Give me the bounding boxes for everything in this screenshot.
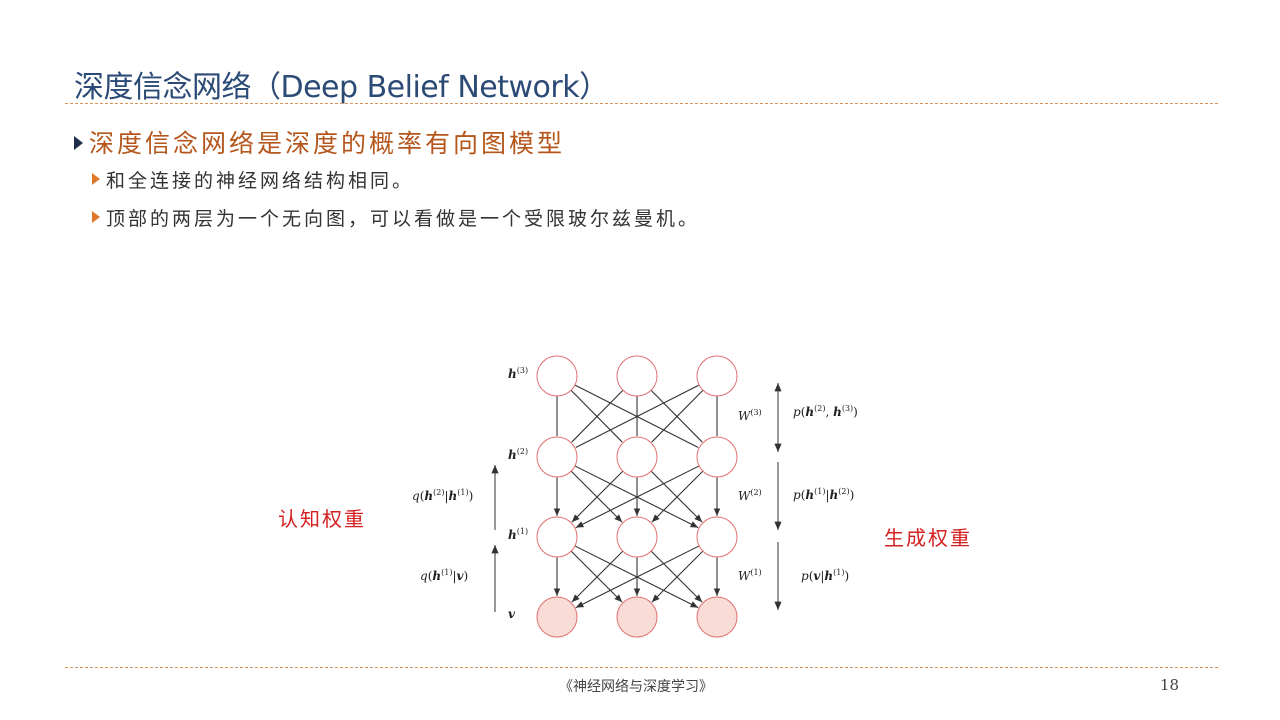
visible-unit-node [536,596,578,638]
hidden-unit-node [536,516,578,558]
directed-edge [571,470,624,523]
layer-label: h(3) [508,366,529,381]
directed-edge [651,550,704,603]
page-number: 18 [1160,676,1180,694]
bullet-text: 顶部的两层为一个无向图，可以看做是一个受限玻尔兹曼机。 [106,208,701,230]
recognition-distribution-label: q(h(2)|h(1)) [412,488,474,503]
footer-title: 《神经网络与深度学习》 [559,679,713,695]
directed-edge [575,545,700,609]
generative-distribution-label: p(h(1)|h(2)) [793,487,855,502]
layer-label: h(2) [508,447,529,462]
layer-label: v [508,607,515,621]
bullet-triangle-icon [92,173,100,185]
recognition-distribution-label: q(h(1)|v) [420,568,469,583]
hidden-unit-node [536,436,578,478]
header-divider [65,103,1218,104]
weight-label: W(2) [738,488,762,503]
hidden-unit-node [536,355,578,397]
page-title: 深度信念网络（Deep Belief Network） [74,70,609,105]
footer-divider [65,667,1218,668]
weight-label: W(3) [738,408,762,423]
bullet-sub: 和全连接的神经网络结构相同。 [92,166,414,193]
visible-unit-node [616,596,658,638]
layer-label: h(1) [508,527,529,542]
hidden-unit-node [616,436,658,478]
undirected-edge [571,389,624,443]
hidden-unit-node [696,516,738,558]
generative-weights-label: 生成权重 [884,526,972,550]
hidden-unit-node [696,355,738,397]
bullet-text: 和全连接的神经网络结构相同。 [106,170,415,192]
visible-unit-node [696,596,738,638]
bullet-triangle-icon [92,211,100,223]
hidden-unit-node [616,516,658,558]
weight-label: W(1) [738,568,762,583]
undirected-edge [651,389,704,443]
bullet-sub: 顶部的两层为一个无向图，可以看做是一个受限玻尔兹曼机。 [92,204,700,231]
directed-edge [651,470,704,523]
hidden-unit-node [616,355,658,397]
directed-edge [571,550,624,603]
bullet-triangle-icon [74,136,83,150]
bullet-main: 深度信念网络是深度的概率有向图模型 [74,124,565,160]
generative-distribution-label: p(v|h(1)) [801,568,850,583]
hidden-unit-node [696,436,738,478]
recognition-weights-label: 认知权重 [278,507,366,531]
undirected-edge [575,384,700,449]
generative-distribution-label: p(h(2), h(3)) [793,404,858,419]
directed-edge [575,465,700,529]
bullet-main-text: 深度信念网络是深度的概率有向图模型 [89,129,566,158]
